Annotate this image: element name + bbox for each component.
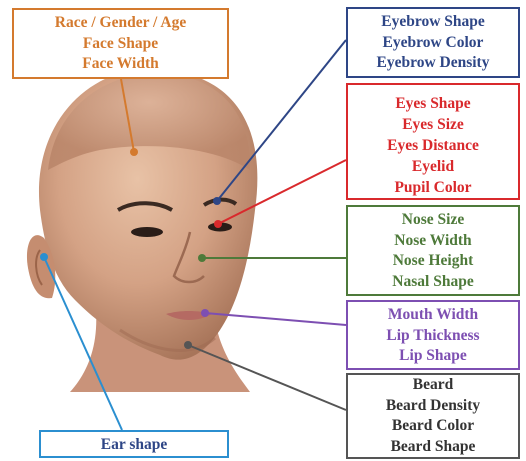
eyebrow-box: Eyebrow Shape Eyebrow Color Eyebrow Dens… xyxy=(346,7,520,78)
eyebrow-line-2: Eyebrow Color xyxy=(348,33,518,54)
demographics-box: Race / Gender / Age Face Shape Face Widt… xyxy=(12,8,229,79)
beard-box: Beard Beard Density Beard Color Beard Sh… xyxy=(346,373,520,459)
eye-left xyxy=(131,227,163,237)
dot-demographics xyxy=(130,148,138,156)
mouth-box: Mouth Width Lip Thickness Lip Shape xyxy=(346,300,520,370)
nose-line-1: Nose Size xyxy=(348,210,518,231)
dot-mouth xyxy=(201,309,209,317)
demographics-line-1: Race / Gender / Age xyxy=(14,13,227,34)
beard-line-4: Beard Shape xyxy=(348,437,518,458)
eyebrow-line-1: Eyebrow Shape xyxy=(348,12,518,33)
demographics-line-2: Face Shape xyxy=(14,34,227,55)
nose-line-2: Nose Width xyxy=(348,231,518,252)
beard-line-2: Beard Density xyxy=(348,396,518,417)
eyes-line-3: Eyes Distance xyxy=(348,135,518,156)
beard-line-3: Beard Color xyxy=(348,416,518,437)
ear-box: Ear shape xyxy=(39,430,229,458)
ear-line-1: Ear shape xyxy=(41,435,227,456)
mouth-line-3: Lip Shape xyxy=(348,346,518,367)
mouth-line-2: Lip Thickness xyxy=(348,326,518,347)
nose-line-4: Nasal Shape xyxy=(348,272,518,293)
eyebrow-line-3: Eyebrow Density xyxy=(348,53,518,74)
demographics-line-3: Face Width xyxy=(14,54,227,75)
dot-eyes xyxy=(214,220,222,228)
dot-eyebrow xyxy=(213,197,221,205)
eyes-line-2: Eyes Size xyxy=(348,114,518,135)
dot-nose xyxy=(198,254,206,262)
dot-beard xyxy=(184,341,192,349)
eyes-box: Eyes Shape Eyes Size Eyes Distance Eyeli… xyxy=(346,83,520,200)
beard-line-1: Beard xyxy=(348,375,518,396)
eyes-line-5: Pupil Color xyxy=(348,177,518,198)
dot-ear xyxy=(40,253,48,261)
eyes-line-4: Eyelid xyxy=(348,156,518,177)
nose-line-3: Nose Height xyxy=(348,251,518,272)
mouth-line-1: Mouth Width xyxy=(348,305,518,326)
nose-box: Nose Size Nose Width Nose Height Nasal S… xyxy=(346,205,520,296)
eyes-line-1: Eyes Shape xyxy=(348,93,518,114)
